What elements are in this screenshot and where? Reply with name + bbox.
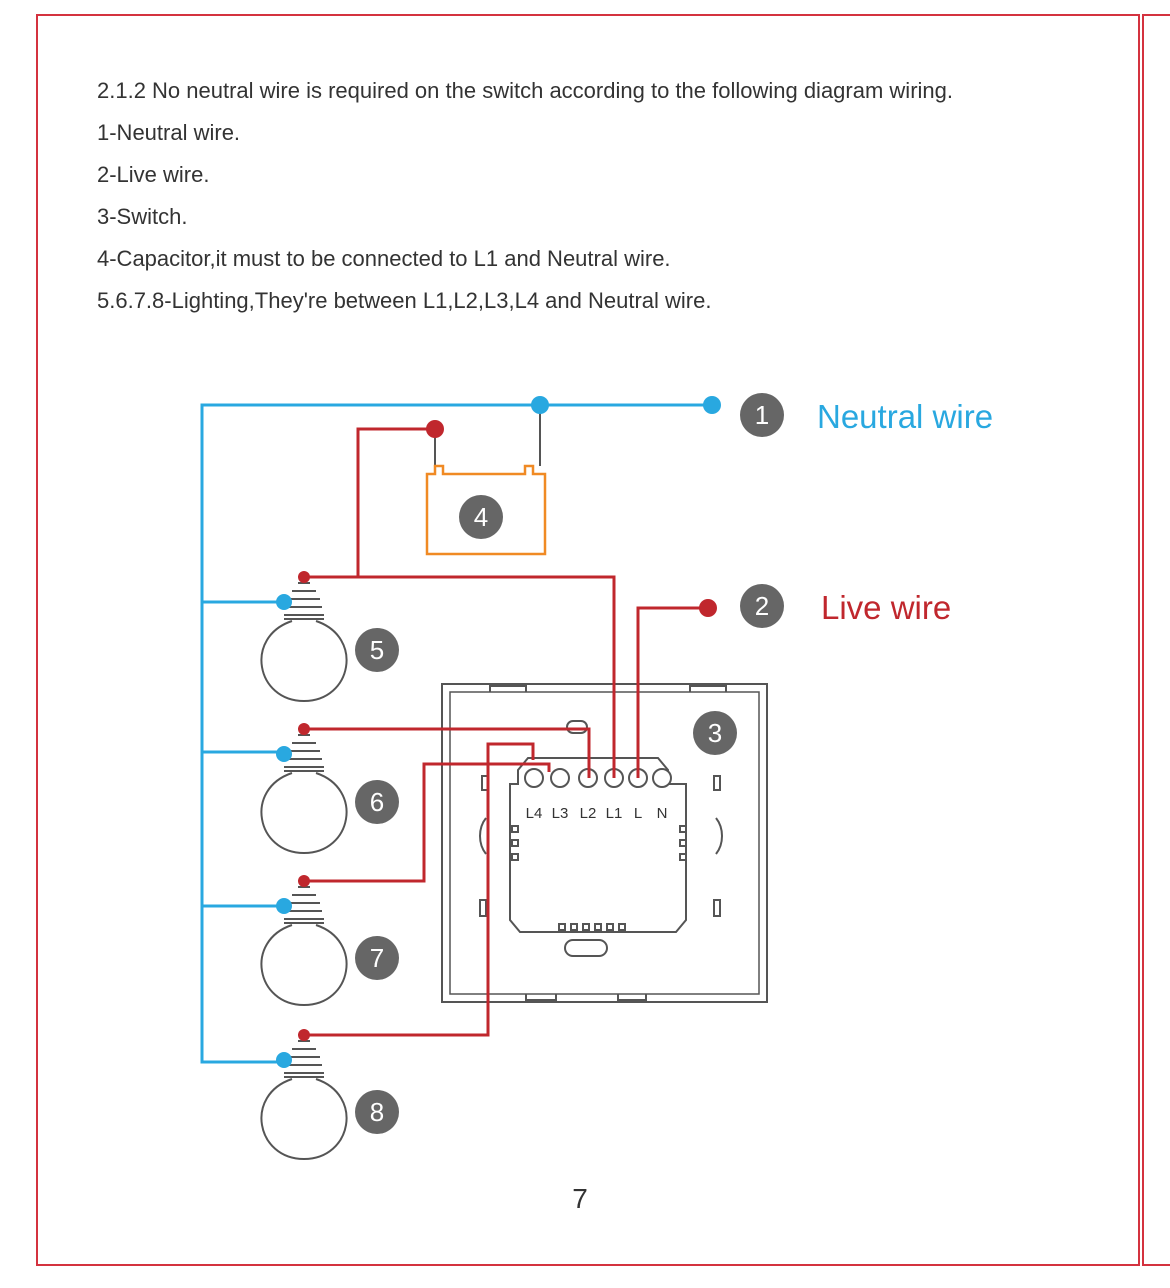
neutral-wiring <box>200 403 712 1064</box>
light-bulb <box>260 875 348 1007</box>
svg-text:6: 6 <box>370 787 384 817</box>
legend-item-5: 5.6.7.8-Lighting,They're between L1,L2,L… <box>97 288 712 313</box>
legend-item-2: 2-Live wire. <box>97 162 210 187</box>
terminal-screw <box>550 768 570 788</box>
live-contact-dot <box>298 571 310 583</box>
number-badge: 4 <box>459 495 503 539</box>
live-wire-label: Live wire <box>821 589 951 626</box>
number-badge: 2 <box>740 584 784 628</box>
svg-text:2: 2 <box>755 591 769 621</box>
number-badge: 5 <box>355 628 399 672</box>
terminal-label: L3 <box>552 805 569 822</box>
legend-item-1: 1-Neutral wire. <box>97 120 241 145</box>
live-contact-dot <box>298 1029 310 1041</box>
junction-dots <box>426 396 721 617</box>
terminal-block <box>524 768 672 788</box>
terminal-label: N <box>657 805 668 822</box>
svg-text:4: 4 <box>474 502 488 532</box>
legend-item-4: 4-Capacitor,it must to be connected to L… <box>97 246 671 271</box>
live-contact-dot <box>298 723 310 735</box>
neutral-contact-dot <box>276 1052 292 1068</box>
terminal-label: L1 <box>606 805 623 822</box>
terminal-label: L2 <box>580 805 597 822</box>
legend-item-3: 3-Switch. <box>97 204 188 229</box>
terminal-label: L4 <box>526 805 543 822</box>
instruction-text: 2.1.2 No neutral wire is required on the… <box>97 70 1127 322</box>
page-number: 7 <box>572 1183 588 1214</box>
neutral-wire-label: Neutral wire <box>817 398 993 435</box>
svg-text:8: 8 <box>370 1097 384 1127</box>
capacitor <box>425 464 547 556</box>
switch-panel <box>441 683 768 1003</box>
terminal-screw <box>652 768 672 788</box>
light-bulb <box>260 571 348 703</box>
svg-text:7: 7 <box>370 943 384 973</box>
neutral-contact-dot <box>276 746 292 762</box>
page-frame <box>36 14 1140 1266</box>
number-badge: 3 <box>693 711 737 755</box>
terminal-screw <box>524 768 544 788</box>
light-bulbs <box>260 571 348 1161</box>
number-badges: 1 2 3 4 5 6 7 8 <box>355 393 784 1134</box>
number-badge: 7 <box>355 936 399 980</box>
svg-text:3: 3 <box>708 718 722 748</box>
capacitor-leads <box>434 405 541 466</box>
next-page-frame <box>1142 14 1170 1266</box>
light-bulb <box>260 723 348 855</box>
neutral-contact-dot <box>276 594 292 610</box>
svg-text:1: 1 <box>755 400 769 430</box>
number-badge: 8 <box>355 1090 399 1134</box>
number-badge: 1 <box>740 393 784 437</box>
svg-text:5: 5 <box>370 635 384 665</box>
section-heading: 2.1.2 No neutral wire is required on the… <box>97 78 953 103</box>
neutral-contact-dot <box>276 898 292 914</box>
number-badge: 6 <box>355 780 399 824</box>
live-contact-dot <box>298 875 310 887</box>
live-wiring <box>304 427 708 1037</box>
terminal-label: L <box>634 805 642 822</box>
light-bulb <box>260 1029 348 1161</box>
